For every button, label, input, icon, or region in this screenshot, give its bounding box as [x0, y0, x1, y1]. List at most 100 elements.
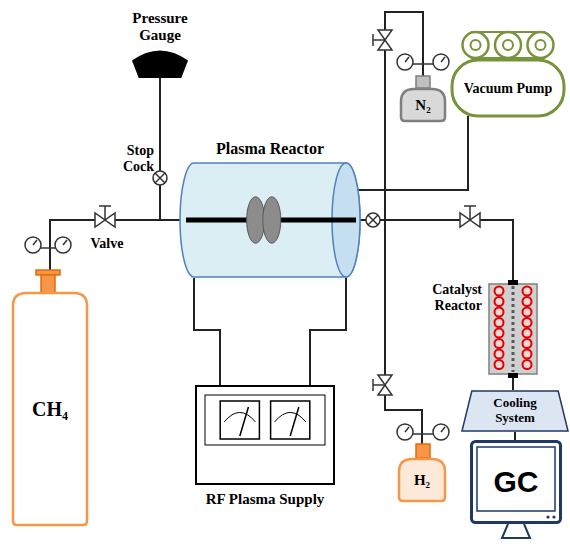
stop-cock-cross — [155, 173, 165, 183]
gauge-needle — [63, 240, 67, 245]
cylinder-valve — [416, 76, 430, 88]
node-label: RF Plasma Supply — [206, 491, 325, 508]
n2-cylinder: N₂ — [400, 88, 446, 122]
valve-symbol — [378, 385, 392, 395]
valve-label: Valve — [82, 236, 132, 252]
gauge-dial — [433, 424, 449, 440]
gas-line — [160, 78, 180, 220]
heater-coil — [523, 318, 532, 327]
heater-coil — [523, 297, 532, 306]
ch4-cylinder: CH₄ — [12, 292, 88, 526]
catalyst-reactor-outline — [488, 280, 538, 378]
node-label: Plasma Reactor — [216, 140, 324, 158]
gauge-dial — [397, 424, 413, 440]
node-label: Vacuum Pump — [464, 81, 553, 97]
gas-line — [194, 278, 220, 385]
valve-handle — [99, 205, 111, 207]
monitor-screen — [477, 447, 555, 511]
stop-cock-cross — [155, 173, 165, 183]
pump-roller — [527, 32, 553, 58]
gas-line — [360, 220, 422, 458]
heater-coil — [495, 350, 504, 359]
heater-coil — [495, 318, 504, 327]
gas-cylinder-body — [13, 293, 87, 525]
pump-body — [452, 60, 564, 116]
cylinder-valve — [416, 444, 430, 458]
gas-line — [358, 116, 468, 190]
supply-case — [196, 386, 334, 484]
gas-line — [360, 220, 513, 280]
heater-coil — [495, 287, 504, 296]
cylinder-valve — [41, 275, 55, 293]
gauge-needle — [441, 57, 445, 62]
meter-scale — [275, 412, 306, 421]
heater-coil — [495, 308, 504, 317]
gc-monitor: GC — [470, 440, 562, 524]
meter-face — [220, 401, 259, 439]
gauge-needle — [405, 427, 409, 432]
heater-coil — [495, 360, 504, 369]
valve-symbol — [470, 213, 480, 227]
vacuum-pump-outline — [450, 30, 566, 118]
meter-needle — [240, 407, 249, 436]
vacuum-pump: Vacuum Pump — [450, 30, 566, 118]
electrode-disc — [247, 197, 265, 243]
cooling-housing — [462, 391, 568, 431]
node-label: CH₄ — [32, 398, 68, 420]
monitor-button — [546, 515, 549, 518]
gas-line — [310, 278, 346, 385]
node-label: Pressure Gauge — [118, 10, 202, 44]
valve-symbol — [378, 30, 392, 40]
gauge-dial — [397, 54, 413, 70]
valve-stem — [469, 206, 471, 220]
catalyst-reactor: Catalyst Reactor — [488, 280, 538, 378]
monitor-button — [552, 515, 555, 518]
heater-coil — [523, 360, 532, 369]
gas-cylinder-body — [401, 89, 445, 121]
heater-coil — [523, 329, 532, 338]
pump-roller-hub — [535, 40, 545, 50]
valve-symbol — [460, 213, 470, 227]
valve-stem — [104, 206, 106, 220]
valve-symbol — [95, 213, 105, 227]
valve-symbol — [378, 375, 392, 385]
cooling-system: Cooling System — [461, 390, 569, 432]
pump-roller-hub — [503, 40, 513, 50]
heater-coil — [523, 350, 532, 359]
meter-panel — [205, 395, 325, 445]
rf-plasma-supply-outline — [195, 385, 335, 485]
heater-coil — [523, 287, 532, 296]
outlet-valve-symbol — [366, 213, 380, 227]
pump-roller — [495, 32, 521, 58]
meter-face — [271, 401, 310, 439]
pump-roller — [463, 32, 489, 58]
heater-coil — [495, 297, 504, 306]
electrode-disc — [263, 197, 281, 243]
plasma-reactor-outline — [180, 162, 360, 278]
rf-plasma-supply: RF Plasma Supply — [195, 385, 335, 485]
monitor-frame — [472, 442, 561, 523]
meter-needle — [290, 407, 299, 436]
node-label: N₂ — [415, 97, 430, 114]
reactor-cap — [508, 373, 518, 378]
monitor-stand — [502, 524, 530, 538]
node-label: GC — [494, 465, 539, 499]
reactor-tube — [180, 163, 360, 277]
valve-handle — [464, 205, 476, 207]
gauge-dial — [55, 237, 71, 253]
gauge-dial — [25, 237, 41, 253]
valve-handle — [372, 379, 374, 391]
valve-stem — [373, 39, 385, 41]
stop-cock-symbol — [153, 171, 167, 185]
gauge-body — [132, 51, 188, 78]
pressure-gauge-outline — [132, 48, 188, 78]
heater-coil — [523, 339, 532, 348]
heater-coil — [495, 339, 504, 348]
reactor-cap — [508, 280, 518, 285]
valve-handle — [372, 34, 374, 46]
outlet-valve-cross — [368, 215, 378, 225]
gas-cylinder-body — [399, 459, 445, 501]
node-label: H₂ — [414, 472, 430, 489]
node-label: Catalyst Reactor — [412, 282, 482, 313]
